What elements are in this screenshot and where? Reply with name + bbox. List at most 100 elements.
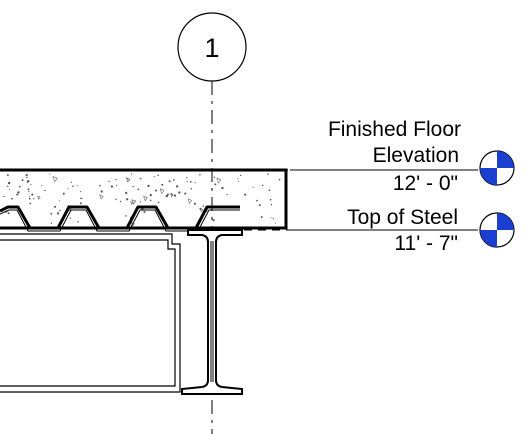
grid-label: 1 [204,33,219,63]
aggregate-dot [272,218,274,220]
aggregate-stone [130,201,134,206]
aggregate-dot [116,184,118,186]
aggregate-dot [31,193,34,196]
aggregate-dot [21,179,24,182]
deck-profile [0,205,240,230]
aggregate-dot [80,197,83,200]
aggregate-dot [69,217,71,219]
aggregate-dot [100,190,103,193]
aggregate-dot [56,212,60,215]
aggregate-dot [28,195,30,197]
aggregate-dot [252,186,254,188]
framing-inner [0,239,176,387]
aggregate-dot [67,188,69,190]
concrete-aggregate [3,173,281,227]
aggregate-dot [239,174,242,177]
level-name-top-of-steel: Top of Steel [347,206,458,229]
aggregate-dot [30,184,32,186]
aggregate-dot [11,197,13,200]
aggregate-dot [214,183,217,186]
aggregate-dot [59,199,61,201]
aggregate-dot [194,182,196,184]
aggregate-dot [41,184,43,186]
aggregate-dot [18,185,21,188]
aggregate-dot [125,191,128,195]
aggregate-dot [59,209,61,212]
aggregate-dot [256,199,258,202]
aggregate-dot [261,184,264,187]
beam-top-flange [181,229,243,395]
level-marker-icon[interactable] [479,150,515,186]
aggregate-dot [139,177,142,180]
aggregate-dot [49,173,51,175]
aggregate-stone [52,175,58,183]
aggregate-dot [173,194,177,197]
level-elevation-finished-floor: 12' - 0" [393,172,458,195]
aggregate-dot [270,217,272,219]
aggregate-dot [27,179,30,183]
level-marker-icon[interactable] [479,212,515,248]
aggregate-dot [268,189,271,192]
aggregate-dot [77,221,79,223]
aggregate-dot [29,202,32,205]
framing-outer [0,233,181,393]
aggregate-dot [28,191,30,193]
aggregate-dot [33,198,35,200]
aggregate-dot [175,185,179,188]
aggregate-dot [17,191,20,194]
aggregate-dot [260,216,263,218]
aggregate-dot [62,192,65,195]
aggregate-dot [237,178,239,180]
aggregate-dot [153,175,155,178]
aggregate-dot [54,205,57,208]
aggregate-dot [157,201,160,204]
aggregate-dot [143,210,146,213]
level-elevation-top-of-steel: 11' - 7" [394,232,458,255]
aggregate-dot [119,200,122,203]
aggregate-dot [115,198,117,200]
aggregate-dot [161,183,164,186]
aggregate-dot [126,198,129,201]
aggregate-dot [193,202,196,205]
aggregate-dot [258,204,261,206]
level-finished-floor[interactable]: Finished Floor Elevation 12' - 0" [238,118,515,195]
grid-bubble[interactable] [177,12,247,82]
concrete-slab [0,168,288,230]
aggregate-dot [50,222,53,224]
level-name-finished-floor-line2: Elevation [373,144,459,167]
aggregate-dot [134,200,136,202]
aggregate-dot [168,180,171,183]
aggregate-dot [157,174,159,176]
aggregate-dot [44,189,46,192]
aggregate-dot [178,191,181,194]
aggregate-dot [70,181,73,183]
aggregate-dot [210,216,213,218]
aggregate-stone [131,199,137,205]
aggregate-stone [159,188,165,195]
aggregate-dot [76,185,78,187]
aggregate-dot [16,193,19,196]
aggregate-dot [149,199,152,202]
aggregate-dot [115,178,117,181]
aggregate-dot [80,190,82,193]
aggregate-dot [79,202,82,205]
aggregate-dot [221,186,224,190]
aggregate-dot [184,192,187,195]
level-top-of-steel[interactable]: Top of Steel 11' - 7" [244,206,515,255]
aggregate-stone [126,177,131,183]
aggregate-stone [99,194,104,200]
aggregate-dot [237,180,239,182]
aggregate-dot [212,219,215,222]
aggregate-stone [187,198,193,205]
aggregate-stone [170,193,174,198]
aggregate-dot [189,181,192,183]
aggregate-dot [137,188,140,191]
aggregate-dot [125,215,127,217]
aggregate-dot [28,197,31,200]
aggregate-dot [7,181,11,185]
slab-outline [0,168,288,230]
aggregate-dot [173,179,175,181]
aggregate-dot [202,205,205,207]
aggregate-dot [213,176,216,178]
aggregate-dot [27,188,30,191]
